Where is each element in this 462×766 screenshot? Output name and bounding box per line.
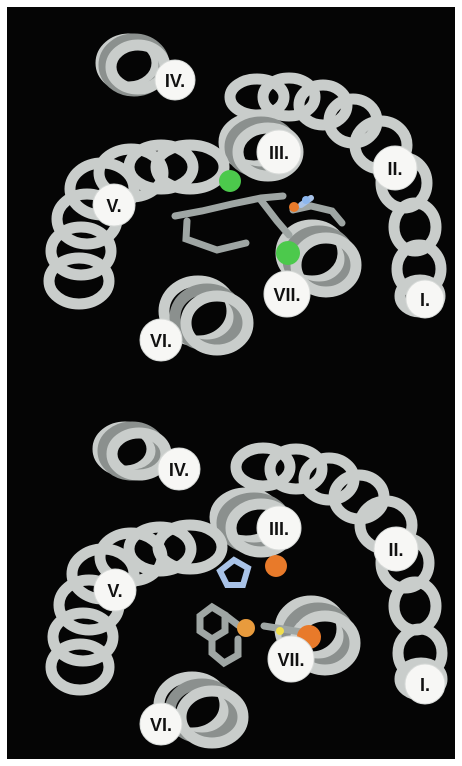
svg-text:VI.: VI. [150, 331, 172, 351]
label-v: V. [93, 184, 135, 226]
blue-atom [302, 196, 310, 204]
label-vi: VI. [140, 319, 182, 361]
label-vii: VII. [264, 271, 310, 317]
figure-frame: IV. III. II. V. VII. I. [7, 7, 455, 759]
svg-text:VII.: VII. [277, 650, 304, 670]
svg-text:II.: II. [388, 540, 403, 560]
label-iii: III. [257, 506, 301, 550]
label-iv: IV. [155, 60, 195, 100]
svg-text:III.: III. [269, 519, 289, 539]
label-ii: II. [373, 146, 417, 190]
bottom-panel: IV. III. II. V. VII. I. [7, 387, 455, 759]
label-vii: VII. [268, 636, 314, 682]
svg-text:VI.: VI. [150, 715, 172, 735]
green-atom [219, 170, 241, 192]
svg-text:IV.: IV. [169, 460, 189, 480]
label-vi: VI. [140, 703, 182, 745]
label-iii: III. [257, 130, 301, 174]
top-panel: IV. III. II. V. VII. I. [7, 7, 455, 379]
label-iv: IV. [158, 448, 200, 490]
bottom-helix-diagram: IV. III. II. V. VII. I. [7, 387, 455, 759]
label-i: I. [405, 664, 445, 704]
label-v: V. [94, 569, 136, 611]
yellow-atom [276, 627, 284, 635]
label-ii: II. [374, 527, 418, 571]
orange-atom [289, 202, 299, 212]
svg-text:III.: III. [269, 143, 289, 163]
orange-atom [265, 555, 287, 577]
helix-v [51, 525, 222, 690]
svg-text:VII.: VII. [273, 285, 300, 305]
svg-text:V.: V. [107, 581, 122, 601]
svg-text:V.: V. [106, 196, 121, 216]
top-helix-diagram: IV. III. II. V. VII. I. [7, 7, 455, 379]
svg-text:II.: II. [387, 159, 402, 179]
label-i: I. [406, 280, 444, 318]
orange-atom [237, 619, 255, 637]
green-atom [276, 241, 300, 265]
helix-iv [98, 427, 166, 475]
svg-text:I.: I. [420, 290, 430, 310]
svg-text:I.: I. [420, 675, 430, 695]
svg-text:IV.: IV. [165, 71, 185, 91]
